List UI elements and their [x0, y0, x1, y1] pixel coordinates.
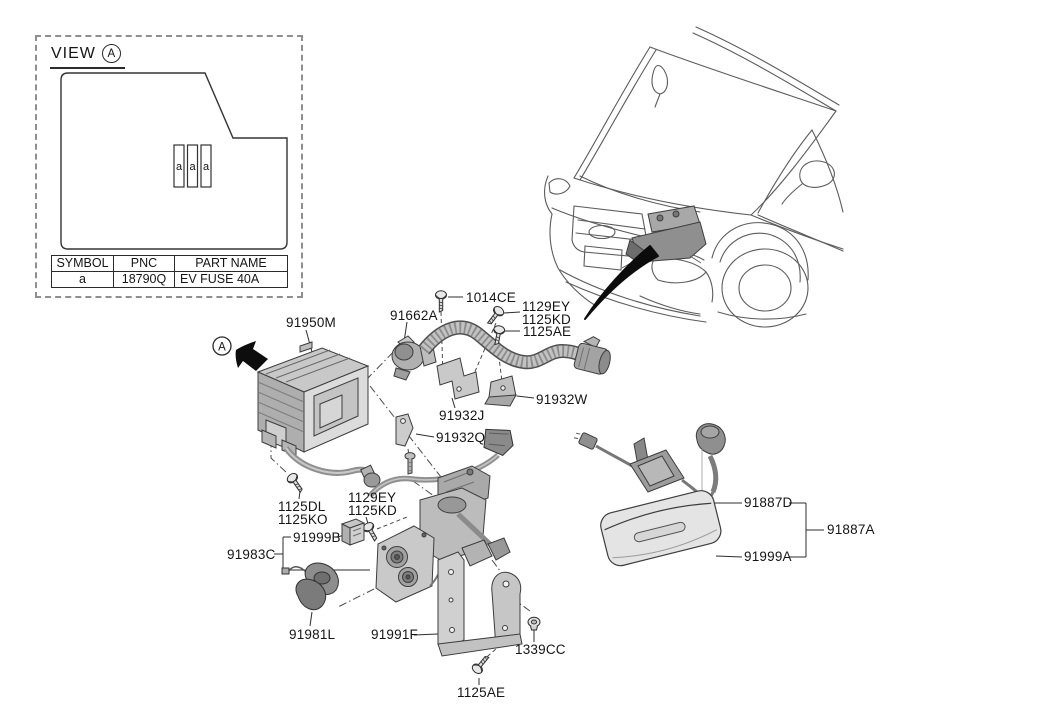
fuse-label: a [189, 161, 196, 173]
screw-icon-1125AE-2 [471, 655, 490, 675]
vehicle-illustration [543, 26, 844, 328]
part-label-91932J: 91932J [439, 408, 485, 423]
view-a-inset: a a a VIEW A SYMBOL PNC PART NAME a 1879… [35, 35, 303, 298]
part-label-1125AE: 1125AE [523, 324, 572, 339]
part-label-1125AE-2: 1125AE [457, 685, 506, 700]
bracket-91932J [436, 357, 480, 400]
location-arrow [584, 245, 659, 320]
part-label-91662A: 91662A [390, 308, 438, 323]
view-title: VIEW A [50, 44, 125, 69]
part-label-1125KO: 1125KO [278, 512, 328, 527]
assembly-marker-letter: A [218, 342, 226, 354]
view-title-text: VIEW [51, 44, 96, 62]
col-symbol: SYMBOL [51, 255, 114, 272]
harness-cable-connector [367, 428, 514, 498]
cell-symbol: a [51, 271, 114, 288]
bracket-91932Q [395, 413, 416, 475]
fuse-box-drawing: a a a [60, 72, 288, 250]
harness-assembly-91983C [375, 465, 511, 603]
part-label-91932Q: 91932Q [436, 430, 486, 445]
corrugated-hose [418, 320, 611, 375]
part-label-1129EY-2: 1129EY [348, 490, 397, 505]
view-marker-circle: A [101, 44, 121, 63]
part-label-91983C: 91983C [227, 547, 276, 562]
part-label-1125KD: 1125KD [522, 312, 571, 327]
part-label-91981L: 91981L [289, 627, 336, 642]
cell-part-name: EV FUSE 40A [174, 271, 288, 288]
part-label-1129EY: 1129EY [522, 299, 571, 314]
part-label-1125KD-2: 1125KD [348, 503, 397, 518]
part-label-91991F: 91991F [371, 627, 418, 642]
fuse-label: a [176, 161, 183, 173]
screw-icon-1129EY-1125KD-2 [362, 522, 378, 542]
part-label-91999A: 91999A [744, 549, 792, 564]
bolt-icon-1129EY-1125KD [486, 305, 505, 325]
table-row: a 18790Q EV FUSE 40A [51, 271, 288, 288]
screw-icon-1125DL-1125KO [286, 473, 303, 494]
junction-box-91950M [256, 341, 370, 457]
storage-case-91999A [600, 490, 722, 567]
part-label-91999B: 91999B [293, 530, 341, 545]
part-label-91887D: 91887D [744, 495, 793, 510]
battery-cable [283, 446, 381, 488]
part-label-91950M: 91950M [286, 315, 336, 330]
bolt-icon-1125AE [493, 325, 506, 346]
fuse-slot [186, 144, 199, 188]
col-part-name: PART NAME [174, 255, 288, 272]
part-label-1339CC: 1339CC [515, 642, 566, 657]
fuse-label: a [203, 161, 210, 173]
bracket-91932W [484, 375, 517, 407]
cell-pnc: 18790Q [113, 271, 175, 288]
fuse-slot [200, 144, 212, 188]
fuse-slot [173, 144, 185, 188]
bracket-91991F [437, 551, 523, 657]
part-label-91887A: 91887A [827, 522, 875, 537]
assembly-arrow-icon [235, 341, 268, 371]
col-pnc: PNC [113, 255, 175, 272]
fuse-spec-table: SYMBOL PNC PART NAME a 18790Q EV FUSE 40… [51, 255, 288, 288]
horn-91981L [281, 562, 339, 611]
screw-icon-1014CE [435, 290, 447, 313]
table-header-row: SYMBOL PNC PART NAME [51, 255, 288, 272]
part-label-1125DL: 1125DL [278, 499, 326, 514]
part-label-1014CE: 1014CE [466, 290, 516, 305]
assembly-view-marker: A [212, 336, 268, 371]
relay-91999B [340, 518, 366, 546]
nut-icon-1339CC [527, 616, 541, 631]
part-label-91932W: 91932W [536, 392, 588, 407]
